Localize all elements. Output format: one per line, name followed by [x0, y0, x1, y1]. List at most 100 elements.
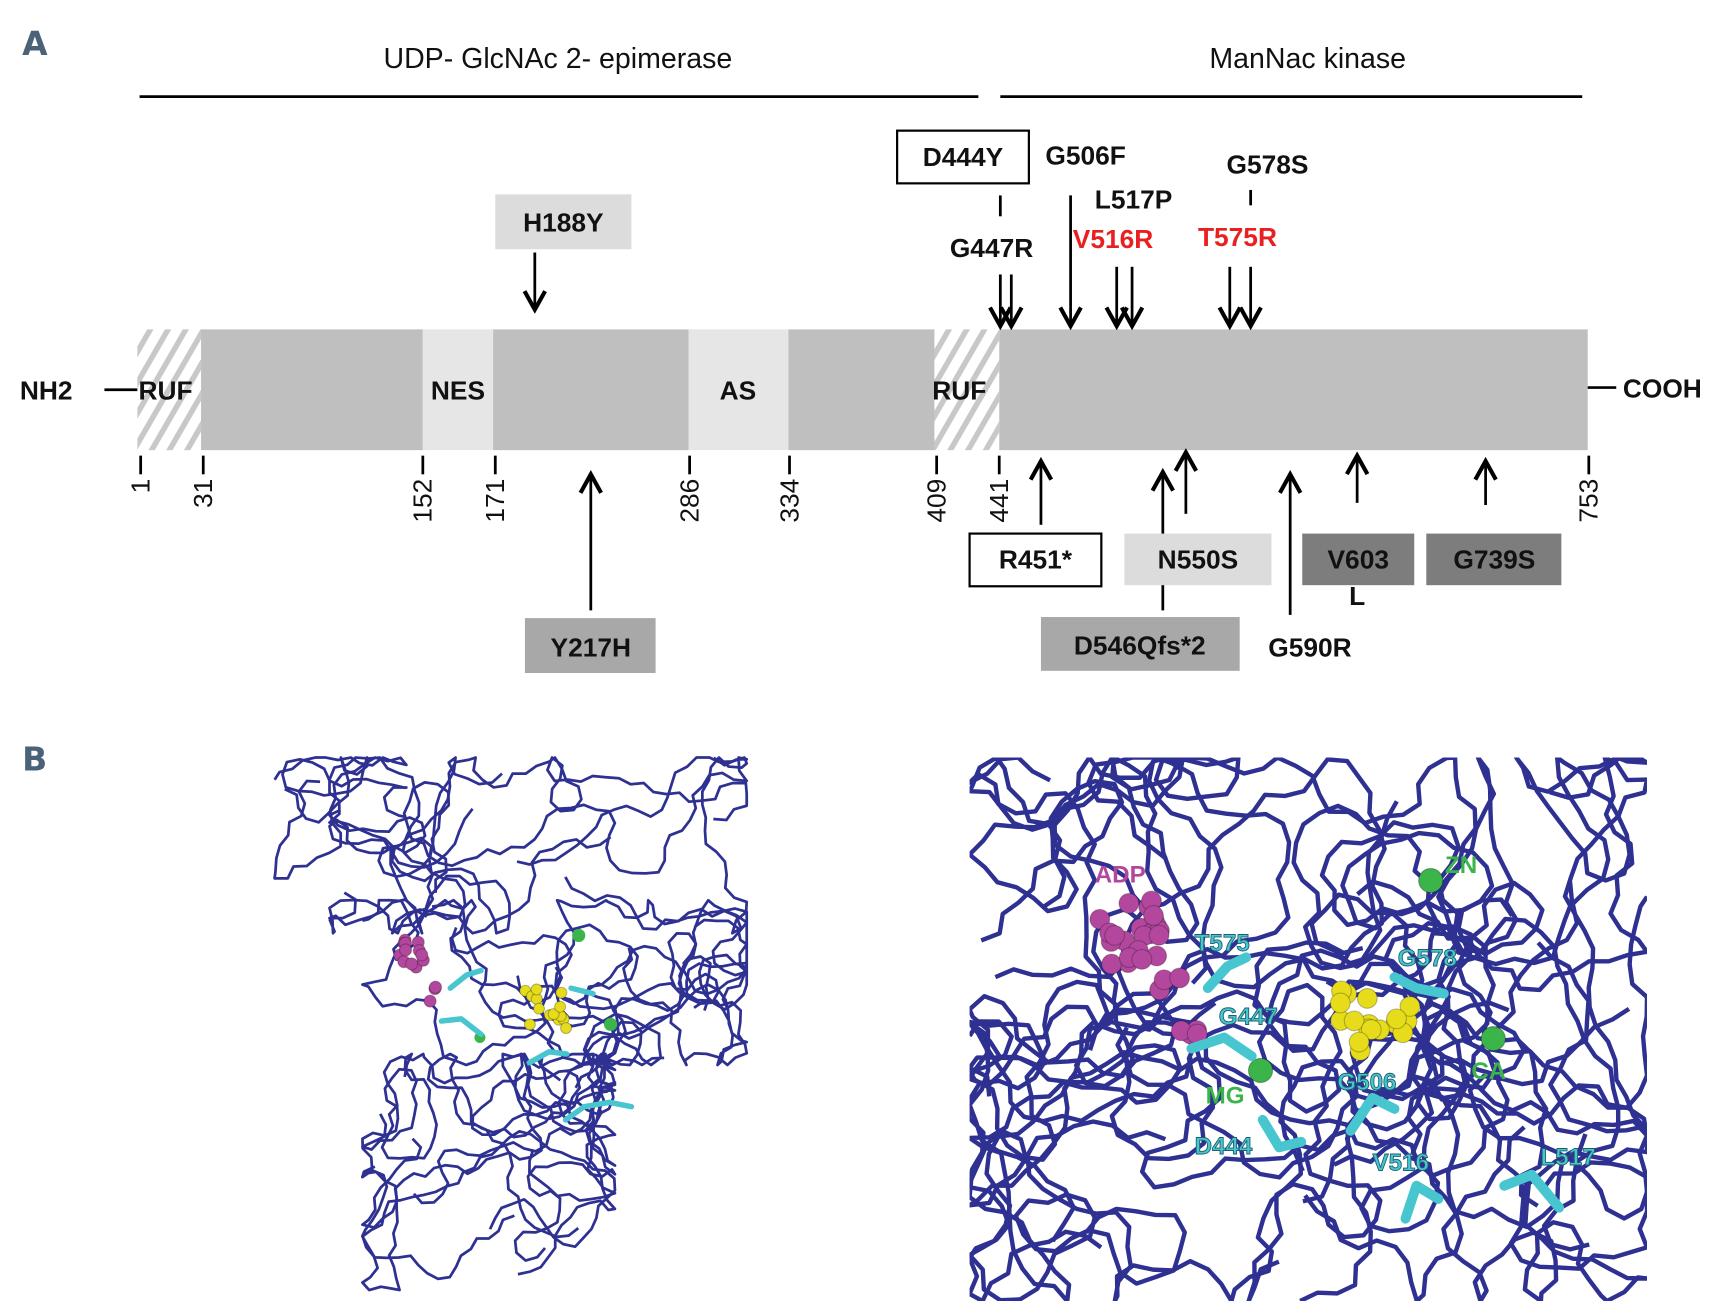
ruf-label-2: RUF [932, 376, 986, 406]
backbone-trace [1356, 757, 1647, 1134]
cluster-sphere [530, 983, 543, 996]
mutation-g739s: G739S [1453, 545, 1535, 575]
mutation-g447r: G447R [950, 233, 1033, 263]
arrows-above [1000, 195, 1250, 326]
mutation-y217h: Y217H [551, 633, 632, 663]
label-d444: D444 [1195, 1133, 1253, 1160]
ion-sphere [603, 1017, 618, 1031]
nes-label: NES [431, 376, 485, 406]
backbone-trace [402, 756, 749, 893]
mutation-d546qfs2: D546Qfs*2 [1074, 630, 1206, 660]
residue-stick [526, 1049, 570, 1066]
cluster-sphere [532, 1002, 546, 1015]
position-label: 334 [774, 479, 804, 523]
mutation-g590r: G590R [1268, 633, 1351, 663]
n-terminus-label: NH2 [20, 376, 73, 406]
protein-structure-closeup [969, 757, 1647, 1302]
ruf-region-1 [137, 329, 202, 451]
cluster-sphere [1360, 1019, 1382, 1041]
adp-sphere [1118, 892, 1140, 914]
label-g506: G506 [1337, 1069, 1396, 1096]
backbone-trace [328, 756, 435, 935]
position-label: 409 [921, 479, 951, 523]
label-g447: G447 [1219, 1003, 1278, 1030]
d444y-box [896, 129, 1030, 185]
cluster-sphere [1329, 992, 1351, 1014]
adp-sphere [1169, 967, 1191, 989]
epimerase-domain-title: UDP- GlcNAc 2- epimerase [383, 43, 732, 75]
backbone-trace [1252, 757, 1621, 1252]
label-mg: MG [1206, 1082, 1245, 1109]
backbone-trace [622, 947, 749, 1067]
mutation-g506f: G506F [1045, 141, 1126, 171]
ion-sphere [1480, 1025, 1506, 1052]
cluster-sphere [1386, 1008, 1407, 1030]
mutation-v603: V603 [1327, 545, 1389, 575]
v603-box [1302, 533, 1415, 586]
position-label: 171 [480, 479, 510, 523]
adp-sphere [1148, 924, 1170, 946]
y217h-box [524, 618, 656, 674]
backbone-trace [1025, 1001, 1360, 1302]
backbone-trace [497, 931, 720, 1067]
residue-stick-g578 [1389, 972, 1449, 999]
label-zn: ZN [1445, 852, 1477, 879]
cluster-sphere [547, 1008, 560, 1021]
ion-sphere [1247, 1057, 1274, 1084]
g739s-box [1426, 533, 1562, 586]
label-g578: G578 [1398, 945, 1457, 972]
kinase-segment [999, 329, 1588, 451]
bar-segment [493, 329, 689, 451]
position-label: 753 [1574, 479, 1604, 523]
cluster-sphere [1356, 987, 1378, 1009]
mutation-t575r: T575R [1198, 222, 1277, 252]
mutation-n550s: N550S [1158, 545, 1239, 575]
mutation-g578s: G578S [1226, 149, 1308, 179]
backbone-trace [1052, 757, 1292, 1051]
cluster-sphere [1348, 1031, 1370, 1053]
panel-a: A UDP- GlcNAc 2- epimerase ManNac kinase… [20, 24, 1702, 674]
backbone-trace [389, 756, 749, 918]
adp-sphere [1143, 905, 1164, 926]
residue-stick [568, 985, 596, 997]
backbone-trace [328, 807, 512, 935]
label-ca: CA [1471, 1058, 1506, 1085]
adp-sphere [1131, 948, 1153, 970]
label-adp: ADP [1095, 862, 1146, 889]
backbone-trace [1303, 1007, 1647, 1302]
nes-region [422, 329, 494, 451]
backbone-trace [516, 756, 749, 935]
cluster-sphere [554, 1000, 567, 1013]
h188y-box [495, 194, 632, 250]
residue-stick-v516 [1400, 1180, 1444, 1224]
ruf-region-2 [934, 329, 1000, 451]
cluster-sphere [559, 1022, 573, 1035]
backbone-trace [361, 898, 547, 1067]
bar-segment [201, 329, 423, 451]
position-label: 441 [984, 479, 1014, 523]
backbone-trace [538, 898, 749, 1054]
label-v516: V516 [1373, 1149, 1429, 1176]
backbone-trace [273, 756, 408, 880]
cluster-sphere [523, 1018, 536, 1031]
backbone-trace [361, 1052, 617, 1229]
residue-stick-g506 [1345, 1092, 1400, 1136]
adp-sphere [428, 980, 443, 994]
kinase-domain-title: ManNac kinase [1209, 43, 1406, 75]
backbone-trace [969, 979, 1342, 1162]
n550s-box [1124, 533, 1272, 586]
position-label: 286 [674, 479, 704, 523]
cluster-sphere [1343, 1010, 1365, 1032]
backbone-trace [994, 757, 1387, 990]
backbone-trace [470, 1059, 617, 1262]
residue-stick-t575 [1202, 952, 1252, 994]
ion-sphere [572, 928, 586, 943]
backbone-trace [281, 756, 408, 824]
r451-box [968, 532, 1103, 588]
mutation-r451: R451* [999, 545, 1073, 575]
panel-b-letter: B [22, 740, 47, 779]
residue-stick-d444 [1257, 1114, 1307, 1153]
residue-stick [447, 967, 484, 991]
